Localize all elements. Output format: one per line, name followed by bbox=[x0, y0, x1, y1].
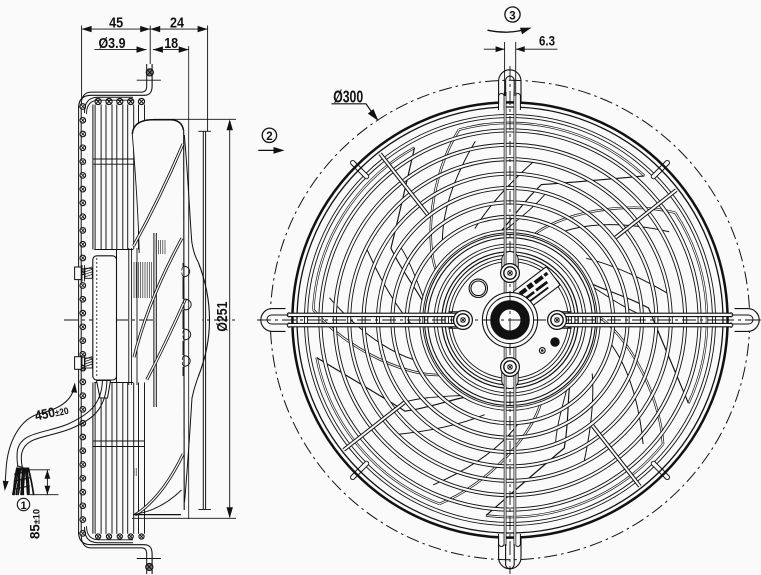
svg-text:1: 1 bbox=[20, 500, 26, 512]
svg-text:45: 45 bbox=[109, 15, 123, 31]
svg-text:Ø3.9: Ø3.9 bbox=[99, 36, 126, 52]
svg-text:3: 3 bbox=[509, 11, 515, 23]
svg-text:24: 24 bbox=[170, 15, 184, 31]
svg-text:85±10: 85±10 bbox=[28, 509, 43, 539]
svg-text:Ø300: Ø300 bbox=[333, 86, 363, 106]
svg-text:18: 18 bbox=[164, 36, 178, 52]
svg-text:2: 2 bbox=[266, 131, 272, 143]
svg-text:6.3: 6.3 bbox=[539, 32, 555, 48]
svg-text:450±20: 450±20 bbox=[33, 402, 69, 424]
svg-text:Ø251: Ø251 bbox=[215, 302, 231, 332]
